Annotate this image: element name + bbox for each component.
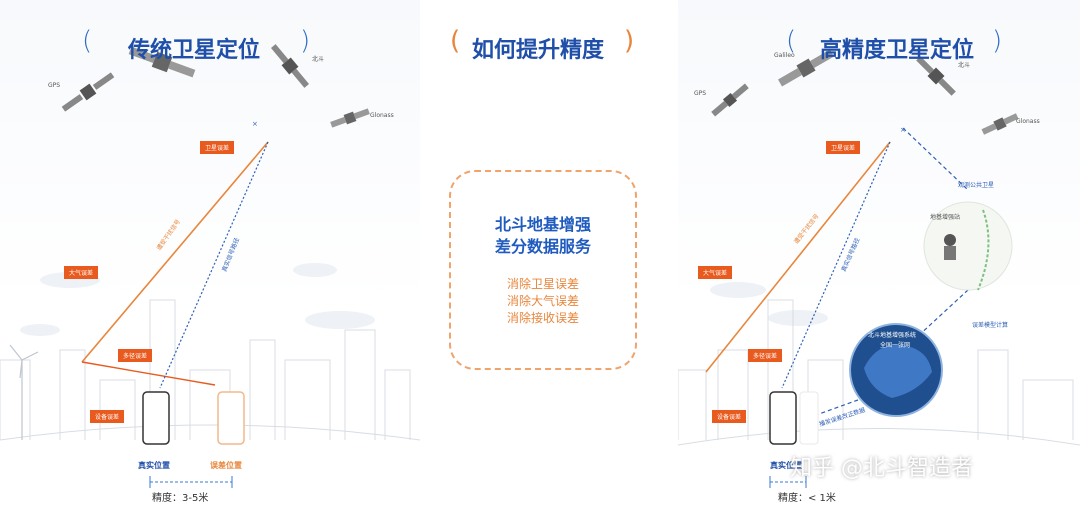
origin-marker: ×: [252, 120, 258, 128]
interfered-signal-line: [705, 141, 891, 373]
sat-label-gps: GPS: [694, 90, 707, 97]
station-boundary: [977, 209, 990, 291]
label-observe-satellites: 观测公共卫星: [958, 182, 995, 189]
model-calc-line: [915, 289, 969, 339]
phone-shadow-icon: [799, 391, 819, 445]
high-precision-scene: ×: [678, 49, 1080, 488]
satellite-center-icon: [128, 46, 196, 78]
traditional-title: 传统卫星定位: [128, 38, 261, 63]
phone-error-icon: [217, 391, 245, 445]
wind-turbine-icon: [9, 344, 39, 440]
sat-label-glonass: Glonass: [1016, 118, 1040, 125]
satellite-gps-icon: [711, 83, 749, 117]
benefit-receiver: 消除接收误差: [506, 311, 579, 325]
sat-label-gps: GPS: [48, 82, 61, 89]
satellite-beidou-icon: [270, 44, 310, 88]
real-signal-line: [159, 141, 269, 389]
label-base-station: 地基增强站: [930, 214, 961, 221]
center-bracket-left: (: [450, 26, 461, 56]
service-title-line1: 北斗地基增强: [494, 215, 591, 234]
city-skyline: [678, 299, 1080, 446]
traditional-panel: [0, 0, 420, 507]
satellite-glonass-icon: [981, 113, 1019, 135]
title-bracket-left: (: [786, 26, 797, 56]
tag-atmosphere-error: 大气误差: [64, 266, 99, 279]
traditional-scene: ×: [0, 44, 420, 488]
sat-label-beidou: 北斗: [312, 56, 325, 63]
high-precision-title: 高精度卫星定位: [820, 38, 975, 63]
interfered-signal-line: [81, 141, 269, 363]
sat-label-galileo: Galileo: [774, 52, 795, 59]
base-station-circle: [923, 201, 1013, 291]
phone-true-icon: [142, 391, 170, 445]
high-precision-accuracy: 精度：< 1米: [778, 493, 836, 504]
label-true-position: 真实位置: [770, 461, 802, 470]
label-model-calc: 误差模型计算: [972, 322, 1009, 329]
tag-multipath-error: 多径误差: [118, 349, 153, 362]
label-error-position: 误差位置: [210, 461, 242, 470]
sat-label-beidou: 北斗: [958, 62, 971, 69]
station-antenna-icon: [944, 234, 956, 246]
accuracy-bracket: [149, 476, 233, 488]
satellite-beidou-icon: [916, 56, 956, 96]
title-bracket-right: ): [992, 26, 1003, 56]
center-bracket-right: ): [624, 26, 635, 56]
station-base-icon: [944, 246, 956, 260]
satellite-gps-icon: [61, 72, 115, 112]
zhihu-watermark: 知乎 @北斗智造者: [790, 456, 973, 481]
service-title-line2: 差分数据服务: [494, 237, 591, 256]
real-signal-line: [781, 141, 891, 389]
center-title: 如何提升精度: [472, 38, 605, 63]
tag-multipath-error: 多径误差: [748, 349, 783, 362]
city-skyline: [0, 299, 420, 441]
tag-device-error: 设备误差: [90, 410, 125, 423]
accuracy-bracket: [769, 476, 807, 488]
title-bracket-left: (: [82, 26, 93, 56]
multipath-reflection-line: [81, 361, 216, 386]
origin-marker: ×: [900, 126, 906, 134]
label-network-line2: 全国一张网: [880, 342, 911, 349]
label-true-position: 真实位置: [138, 461, 170, 470]
benefit-atmosphere: 消除大气误差: [506, 294, 579, 308]
tag-device-error: 设备误差: [712, 410, 747, 423]
sat-label-glonass: Glonass: [370, 112, 394, 119]
tag-satellite-error: 卫星误差: [200, 141, 235, 154]
satellite-galileo-icon: [778, 49, 834, 87]
title-bracket-right: ): [300, 26, 311, 56]
traditional-accuracy: 精度：3-5米: [152, 493, 209, 504]
satellite-glonass-icon: [330, 108, 370, 128]
label-network-line1: 北斗地基增强系统: [868, 332, 917, 339]
tag-satellite-error: 卫星误差: [826, 141, 861, 154]
china-map-shape: [864, 344, 932, 398]
benefit-satellite: 消除卫星误差: [506, 277, 579, 291]
differential-service-box: 北斗地基增强 差分数据服务 消除卫星误差 消除大气误差 消除接收误差: [449, 170, 637, 370]
phone-true-icon: [769, 391, 797, 445]
tag-atmosphere-error: 大气误差: [698, 266, 733, 279]
observe-satellite-line: [902, 127, 969, 191]
